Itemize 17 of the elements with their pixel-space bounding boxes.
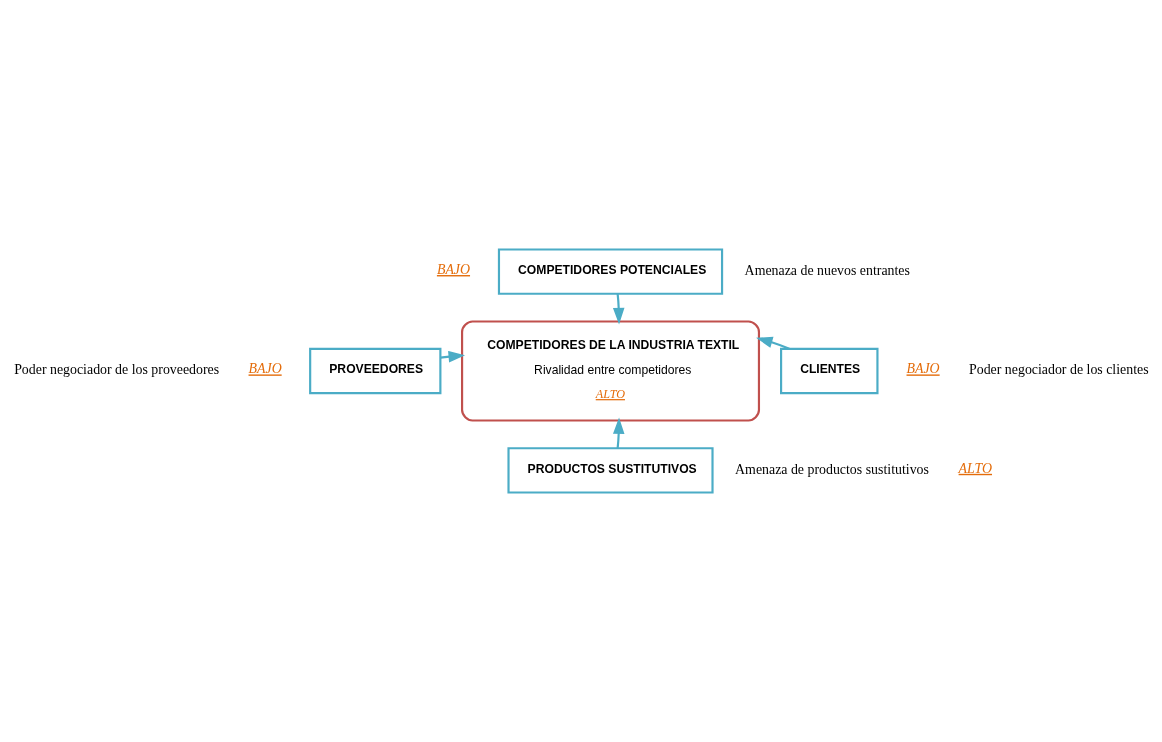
node-box: COMPETIDORES DE LA INDUSTRIA TEXTIL Rivalidad entre competidores ALTO <box>461 320 761 422</box>
node-label: Amenaza de productos sustitutivos <box>735 461 929 477</box>
node-box: CLIENTES <box>780 347 879 395</box>
arrow <box>756 336 790 350</box>
node-label: Poder negociador de los proveedores <box>14 362 220 378</box>
arrow <box>440 351 466 363</box>
node-label: BAJO <box>906 361 940 377</box>
node-box: PRODUCTOS SUSTITUTIVOS <box>507 447 714 494</box>
node-label: Poder negociador de los clientes <box>969 362 1149 378</box>
node-label: Amenaza de nuevos entrantes <box>744 262 910 278</box>
node-box: PROVEEDORES <box>309 347 442 395</box>
node-label: BAJO <box>436 262 471 278</box>
arrow <box>612 417 625 449</box>
arrow <box>612 293 625 325</box>
node-box: COMPETIDORES POTENCIALES <box>497 248 724 295</box>
node-label: ALTO <box>958 460 993 476</box>
node-label: BAJO <box>248 361 282 377</box>
